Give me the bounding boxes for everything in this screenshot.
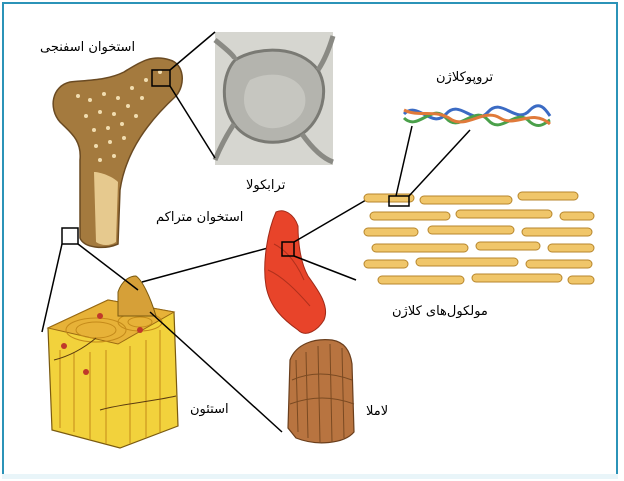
label-compact-bone: استخوان متراکم	[156, 210, 243, 225]
femur-marrow	[94, 172, 118, 245]
label-spongy-bone: استخوان اسفنجی	[40, 40, 135, 55]
label-trabecula: ترابکولا	[246, 178, 285, 193]
compact-zoom-box	[62, 228, 78, 244]
label-lamella: لاملا	[366, 404, 388, 419]
label-osteon: استئون	[190, 402, 229, 417]
label-tropocollagen: تروپوکلاژن	[436, 70, 493, 85]
tropocollagen-helix	[404, 106, 550, 126]
trabecula-micrograph	[215, 32, 333, 165]
lamella-shape	[288, 340, 354, 443]
label-collagen-molecules: مولکول‌های کلاژن	[392, 304, 488, 319]
osteon-block	[48, 276, 178, 448]
